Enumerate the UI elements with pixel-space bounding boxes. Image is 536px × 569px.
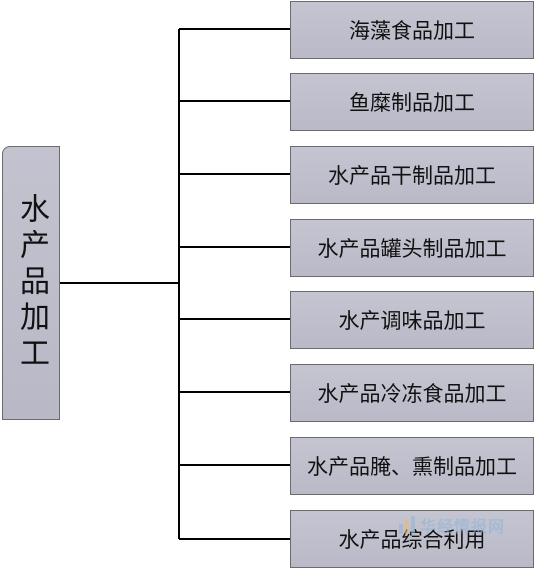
child-node-7: 水产品腌、熏制品加工 <box>290 437 534 495</box>
child-node-label: 水产品腌、熏制品加工 <box>307 455 517 479</box>
child-node-label: 水产调味品加工 <box>338 309 486 333</box>
child-node-label: 水产品罐头制品加工 <box>317 237 507 261</box>
child-node-label: 鱼糜制品加工 <box>349 91 475 115</box>
child-node-5: 水产调味品加工 <box>290 291 534 349</box>
root-node: 水产品加工 <box>2 146 60 420</box>
root-node-label: 水产品加工 <box>14 193 49 373</box>
watermark-text: 华经情报网 <box>420 517 506 536</box>
child-node-label: 海藻食品加工 <box>349 19 475 43</box>
child-node-3: 水产品干制品加工 <box>290 146 534 204</box>
child-node-6: 水产品冷冻食品加工 <box>290 364 534 422</box>
child-node-1: 海藻食品加工 <box>290 1 534 59</box>
watermark: 华经情报网 <box>398 512 505 538</box>
watermark-logo-icon <box>399 516 415 534</box>
child-node-label: 水产品冷冻食品加工 <box>317 382 507 406</box>
child-node-4: 水产品罐头制品加工 <box>290 219 534 277</box>
child-node-label: 水产品干制品加工 <box>328 164 496 188</box>
child-node-2: 鱼糜制品加工 <box>290 73 534 131</box>
